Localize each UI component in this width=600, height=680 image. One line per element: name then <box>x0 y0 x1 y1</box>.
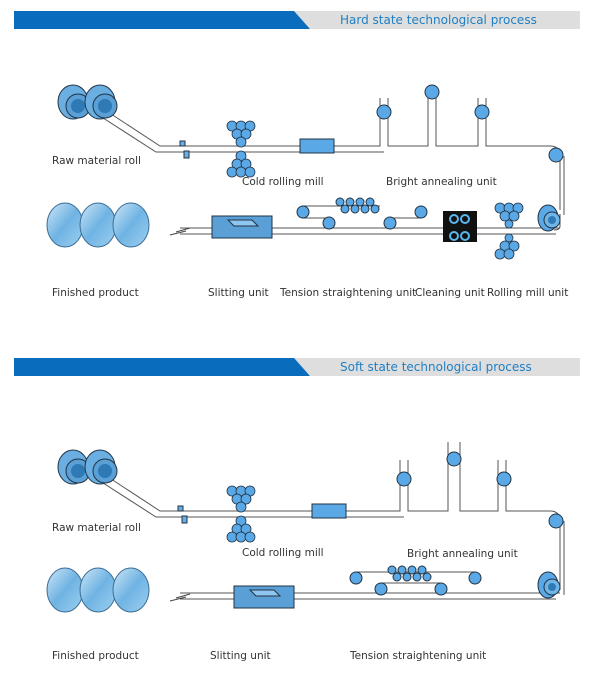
banner-blue-bar <box>14 11 310 29</box>
cleaning-unit-icon <box>443 211 477 242</box>
furnace-box-icon <box>311 503 347 519</box>
section-banner-hard: Hard state technological process <box>14 11 580 29</box>
banner-blue-bar <box>14 358 310 376</box>
section-banner-soft: Soft state technological process <box>14 358 580 376</box>
guide-roller-icon <box>179 140 190 159</box>
label-bright-annealing-unit: Bright annealing unit <box>407 548 518 560</box>
finished-product-icon <box>46 567 150 613</box>
tension-straightening-icon <box>349 565 482 596</box>
label-cleaning-unit: Cleaning unit <box>415 287 485 299</box>
cold-rolling-mill-icon <box>226 485 256 543</box>
label-finished-product: Finished product <box>52 287 139 299</box>
rolling-mill-unit-icon <box>494 202 524 260</box>
finished-product-icon <box>46 202 150 248</box>
label-finished-product: Finished product <box>52 650 139 662</box>
soft-process-diagram <box>46 442 565 613</box>
guide-roller-icon <box>177 505 188 524</box>
label-bright-annealing-unit: Bright annealing unit <box>386 176 497 188</box>
slitting-unit-icon <box>169 585 295 609</box>
strip-line-upper <box>99 92 565 231</box>
raw-material-roll-icon <box>57 84 118 120</box>
label-cold-rolling-mill: Cold rolling mill <box>242 176 324 188</box>
label-tension-straightening-unit: Tension straightening unit <box>350 650 487 662</box>
recoiler-icon <box>537 571 561 599</box>
recoiler-icon <box>537 204 561 232</box>
banner-grey-bar <box>294 358 580 376</box>
furnace-box-icon <box>299 138 335 154</box>
label-cold-rolling-mill: Cold rolling mill <box>242 547 324 559</box>
label-raw-material-roll: Raw material roll <box>52 522 141 534</box>
cold-rolling-mill-icon <box>226 120 256 178</box>
annealing-roller-icon <box>376 84 564 163</box>
hard-process-diagram <box>46 84 565 260</box>
label-slitting-unit: Slitting unit <box>208 287 269 299</box>
label-tension-straightening-unit: Tension straightening unit <box>280 287 417 299</box>
raw-material-roll-icon <box>57 449 118 485</box>
slitting-unit-icon <box>169 215 273 239</box>
annealing-roller-icon <box>396 451 564 529</box>
label-slitting-unit: Slitting unit <box>210 650 271 662</box>
tension-straightening-icon <box>296 197 428 230</box>
label-rolling-mill-unit: Rolling mill unit <box>487 287 569 299</box>
label-raw-material-roll: Raw material roll <box>52 155 141 167</box>
section-title: Hard state technological process <box>340 13 537 27</box>
banner-grey-bar <box>294 11 580 29</box>
section-title: Soft state technological process <box>340 360 532 374</box>
